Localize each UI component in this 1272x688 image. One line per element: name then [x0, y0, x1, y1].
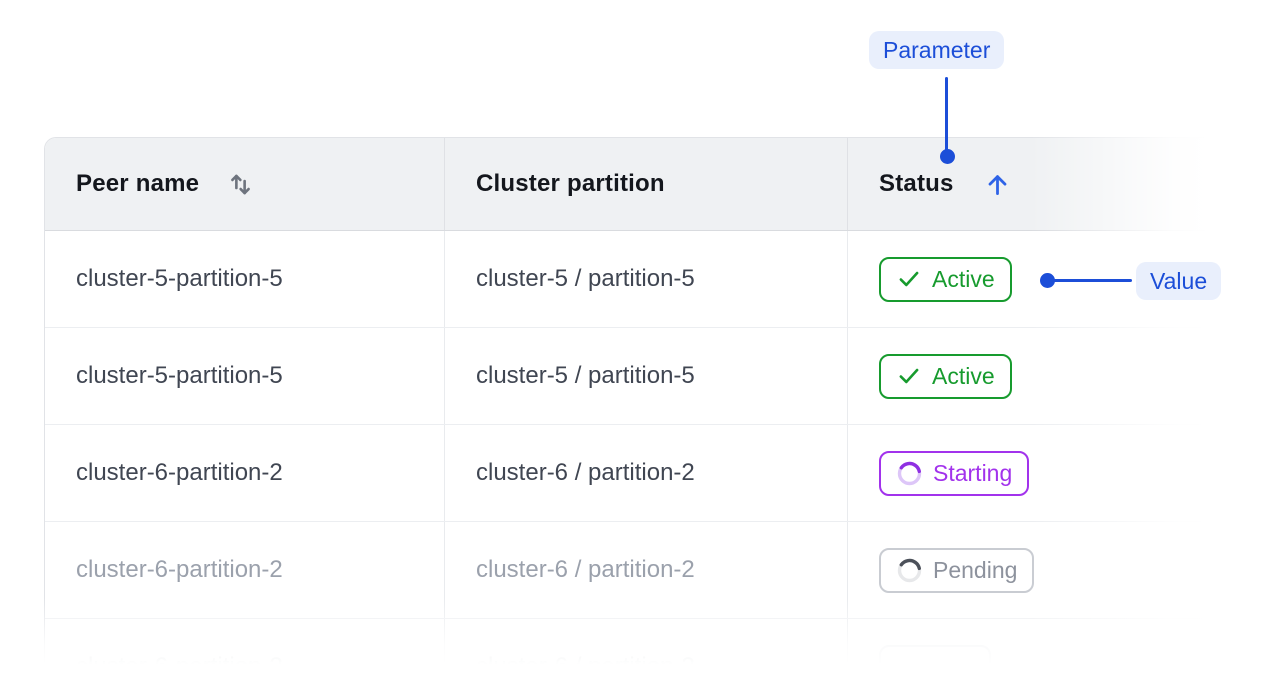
spinner-icon [897, 558, 922, 582]
peer-name-cell: cluster-5-partition-5 [45, 231, 445, 327]
table-body: cluster-5-partition-5 cluster-5 / partit… [45, 231, 1272, 688]
cluster-partition-cell: cluster-5 / partition-5 [445, 231, 848, 327]
value-connector-line [1052, 279, 1132, 282]
value-callout-pill: Value [1136, 262, 1222, 300]
status-badge: Active [879, 256, 1012, 302]
parameter-callout-label: Parameter [883, 36, 991, 63]
status-cell: Pending [848, 522, 1272, 618]
table-row: cluster-6-partition-2 cluster-6 / partit… [45, 425, 1272, 522]
value-callout-label: Value [1150, 267, 1208, 294]
status-cell: Active [848, 328, 1272, 424]
status-badge: Starting [879, 450, 1030, 496]
table-row: cluster-6-partition-2 cluster-6 / partit… [45, 522, 1272, 619]
column-header-label: Status [879, 170, 954, 197]
status-label: Pending [933, 556, 1018, 583]
column-header-cluster-partition[interactable]: Cluster partition [445, 138, 848, 230]
status-cell [848, 619, 1272, 688]
sort-up-down-icon[interactable] [224, 168, 257, 201]
check-icon [899, 271, 919, 287]
status-label: Starting [933, 459, 1013, 486]
peers-table: Peer name Cluster partition Status clust… [44, 137, 1272, 688]
status-cell: Active [848, 231, 1272, 327]
column-header-label: Peer name [76, 170, 200, 197]
column-header-status[interactable]: Status [848, 138, 1272, 230]
spinner-icon [897, 461, 922, 485]
status-badge: Active [879, 353, 1012, 399]
column-header-label: Cluster partition [476, 170, 665, 197]
parameter-connector-dot [940, 149, 955, 164]
status-cell: Starting [848, 425, 1272, 521]
status-badge [879, 644, 991, 688]
cluster-partition-cell: cluster-6 / partition-2 [445, 619, 848, 688]
arrow-up-icon[interactable] [983, 170, 1012, 199]
cluster-partition-cell: cluster-5 / partition-5 [445, 328, 848, 424]
status-label: Active [932, 265, 995, 292]
table-row: cluster-5-partition-5 cluster-5 / partit… [45, 328, 1272, 425]
table-header: Peer name Cluster partition Status [45, 138, 1272, 231]
peer-name-cell: cluster-6-partition-2 [45, 522, 445, 618]
status-badge: Pending [879, 547, 1035, 593]
table-row: cluster-6-partition-2 cluster-6 / partit… [45, 619, 1272, 688]
parameter-callout-pill: Parameter [869, 31, 1005, 69]
cluster-partition-cell: cluster-6 / partition-2 [445, 522, 848, 618]
parameter-connector-line [945, 77, 948, 153]
status-label: Active [932, 362, 995, 389]
column-header-peer-name[interactable]: Peer name [45, 138, 445, 230]
peer-name-cell: cluster-6-partition-2 [45, 425, 445, 521]
peer-name-cell: cluster-6-partition-2 [45, 619, 445, 688]
check-icon [899, 368, 919, 384]
cluster-partition-cell: cluster-6 / partition-2 [445, 425, 848, 521]
peer-name-cell: cluster-5-partition-5 [45, 328, 445, 424]
